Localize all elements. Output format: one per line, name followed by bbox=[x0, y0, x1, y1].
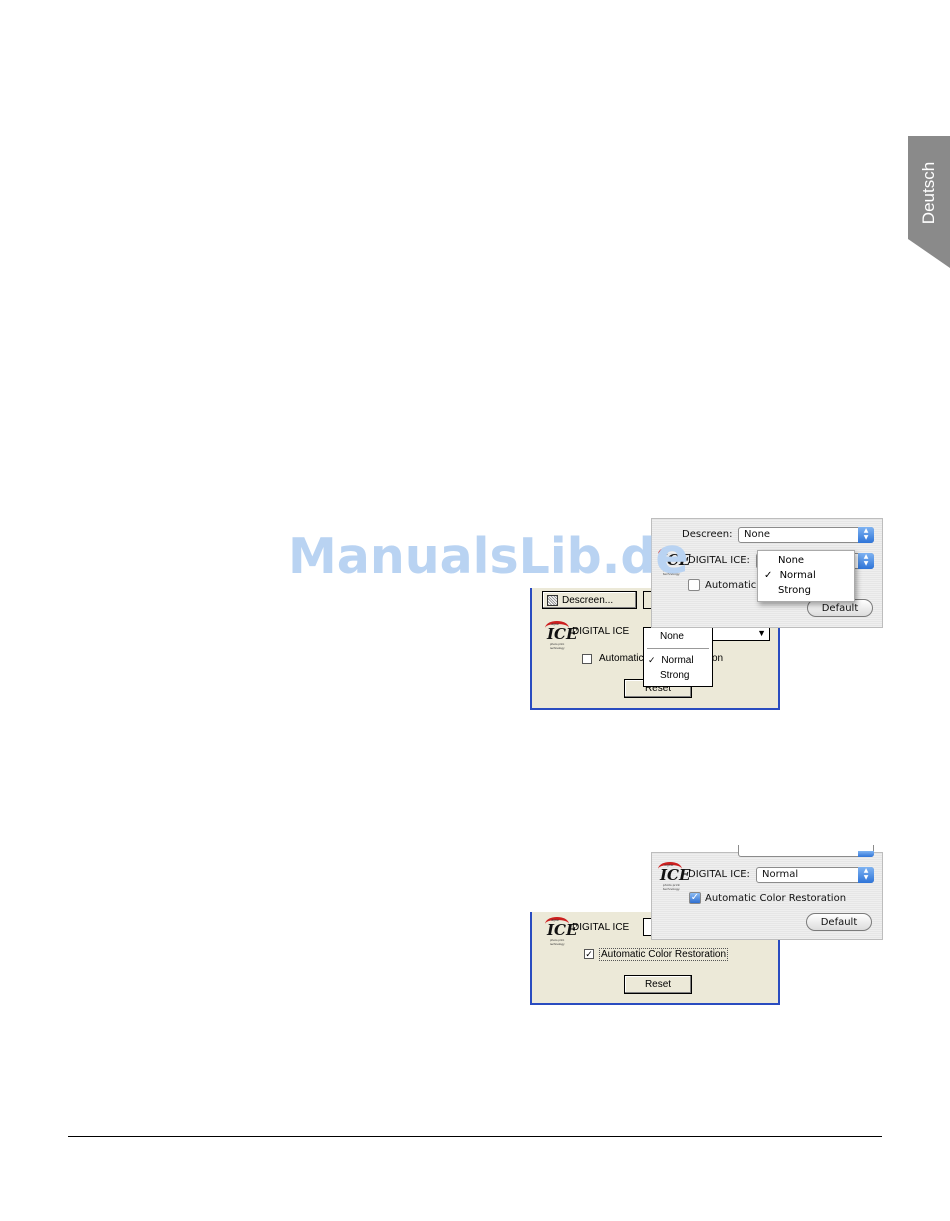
ice-label: DIGITAL ICE bbox=[572, 626, 630, 637]
ice-label: DIGITAL ICE: bbox=[688, 555, 750, 566]
descreen-button-label: Descreen... bbox=[562, 594, 614, 606]
menu-item-normal[interactable]: ✓ Normal bbox=[648, 655, 694, 666]
menu-item-normal[interactable]: ✓ Normal bbox=[764, 570, 816, 581]
descreen-icon bbox=[547, 594, 558, 606]
ice-select[interactable]: Normal ▲▼ bbox=[756, 867, 874, 883]
descreen-select-partial[interactable] bbox=[738, 845, 874, 857]
language-tab-label: Deutsch bbox=[919, 161, 938, 225]
ice-popup-menu: None ✓ Normal Strong bbox=[757, 550, 855, 602]
menu-item-strong[interactable]: Strong bbox=[660, 670, 690, 681]
footer-rule bbox=[68, 1136, 882, 1137]
ice-dropdown-menu: None ✓ Normal Strong bbox=[643, 627, 713, 687]
stepper-arrows-icon: ▲▼ bbox=[858, 867, 874, 883]
ice-logo: digital ICE photo print technology bbox=[545, 917, 578, 946]
menu-separator bbox=[647, 648, 709, 649]
ice-label: DIGITAL ICE: bbox=[688, 869, 750, 880]
win-second-button[interactable] bbox=[643, 591, 651, 609]
ice-logo: digital ICE photo print technology bbox=[658, 547, 691, 576]
watermark: ManualsLib.de bbox=[288, 528, 689, 585]
menu-item-none[interactable]: None bbox=[660, 631, 684, 642]
ice-select-edge[interactable] bbox=[643, 918, 651, 936]
descreen-select[interactable]: None ▲▼ bbox=[738, 527, 874, 543]
stepper-arrows-icon bbox=[858, 851, 874, 857]
auto-restore-checkbox[interactable]: ✓ bbox=[689, 892, 701, 904]
auto-restore-label-left: Automatic bbox=[599, 653, 644, 664]
menu-item-none[interactable]: None bbox=[778, 555, 805, 566]
chevron-down-icon: ▼ bbox=[757, 628, 766, 638]
reset-button-label: Reset bbox=[644, 979, 672, 990]
checkmark-icon: ✓ bbox=[585, 949, 593, 959]
ice-logo: digital ICE photo print technology bbox=[658, 862, 691, 891]
ice-logo: digital ICE photo print technology bbox=[545, 621, 578, 650]
descreen-label: Descreen: bbox=[682, 529, 733, 540]
default-button[interactable]: Default bbox=[806, 913, 872, 931]
reset-button-label: Reset bbox=[644, 683, 672, 694]
checkmark-icon: ✓ bbox=[690, 892, 700, 903]
auto-restore-label: Automatic Color Restoration bbox=[599, 948, 729, 961]
auto-restore-checkbox[interactable] bbox=[688, 579, 700, 591]
ice-select[interactable]: ▼ bbox=[708, 626, 770, 641]
checkmark-icon: ✓ bbox=[764, 570, 773, 581]
auto-restore-label-right: on bbox=[712, 653, 724, 664]
stepper-arrows-icon: ▲▼ bbox=[858, 553, 874, 569]
auto-restore-label: Automatic Color Restoration bbox=[705, 893, 847, 904]
stepper-arrows-icon: ▲▼ bbox=[858, 527, 874, 543]
auto-restore-checkbox[interactable] bbox=[582, 654, 592, 664]
reset-button[interactable]: Reset bbox=[624, 975, 692, 994]
auto-restore-checkbox[interactable]: ✓ bbox=[584, 949, 594, 959]
menu-item-strong[interactable]: Strong bbox=[778, 585, 811, 596]
mac-panel-2: digital ICE photo print technology DIGIT… bbox=[651, 845, 883, 940]
ice-label: DIGITAL ICE bbox=[572, 922, 630, 933]
auto-restore-label: Automatic bbox=[705, 580, 757, 591]
descreen-button[interactable]: Descreen... bbox=[542, 591, 637, 609]
checkmark-icon: ✓ bbox=[648, 655, 656, 665]
